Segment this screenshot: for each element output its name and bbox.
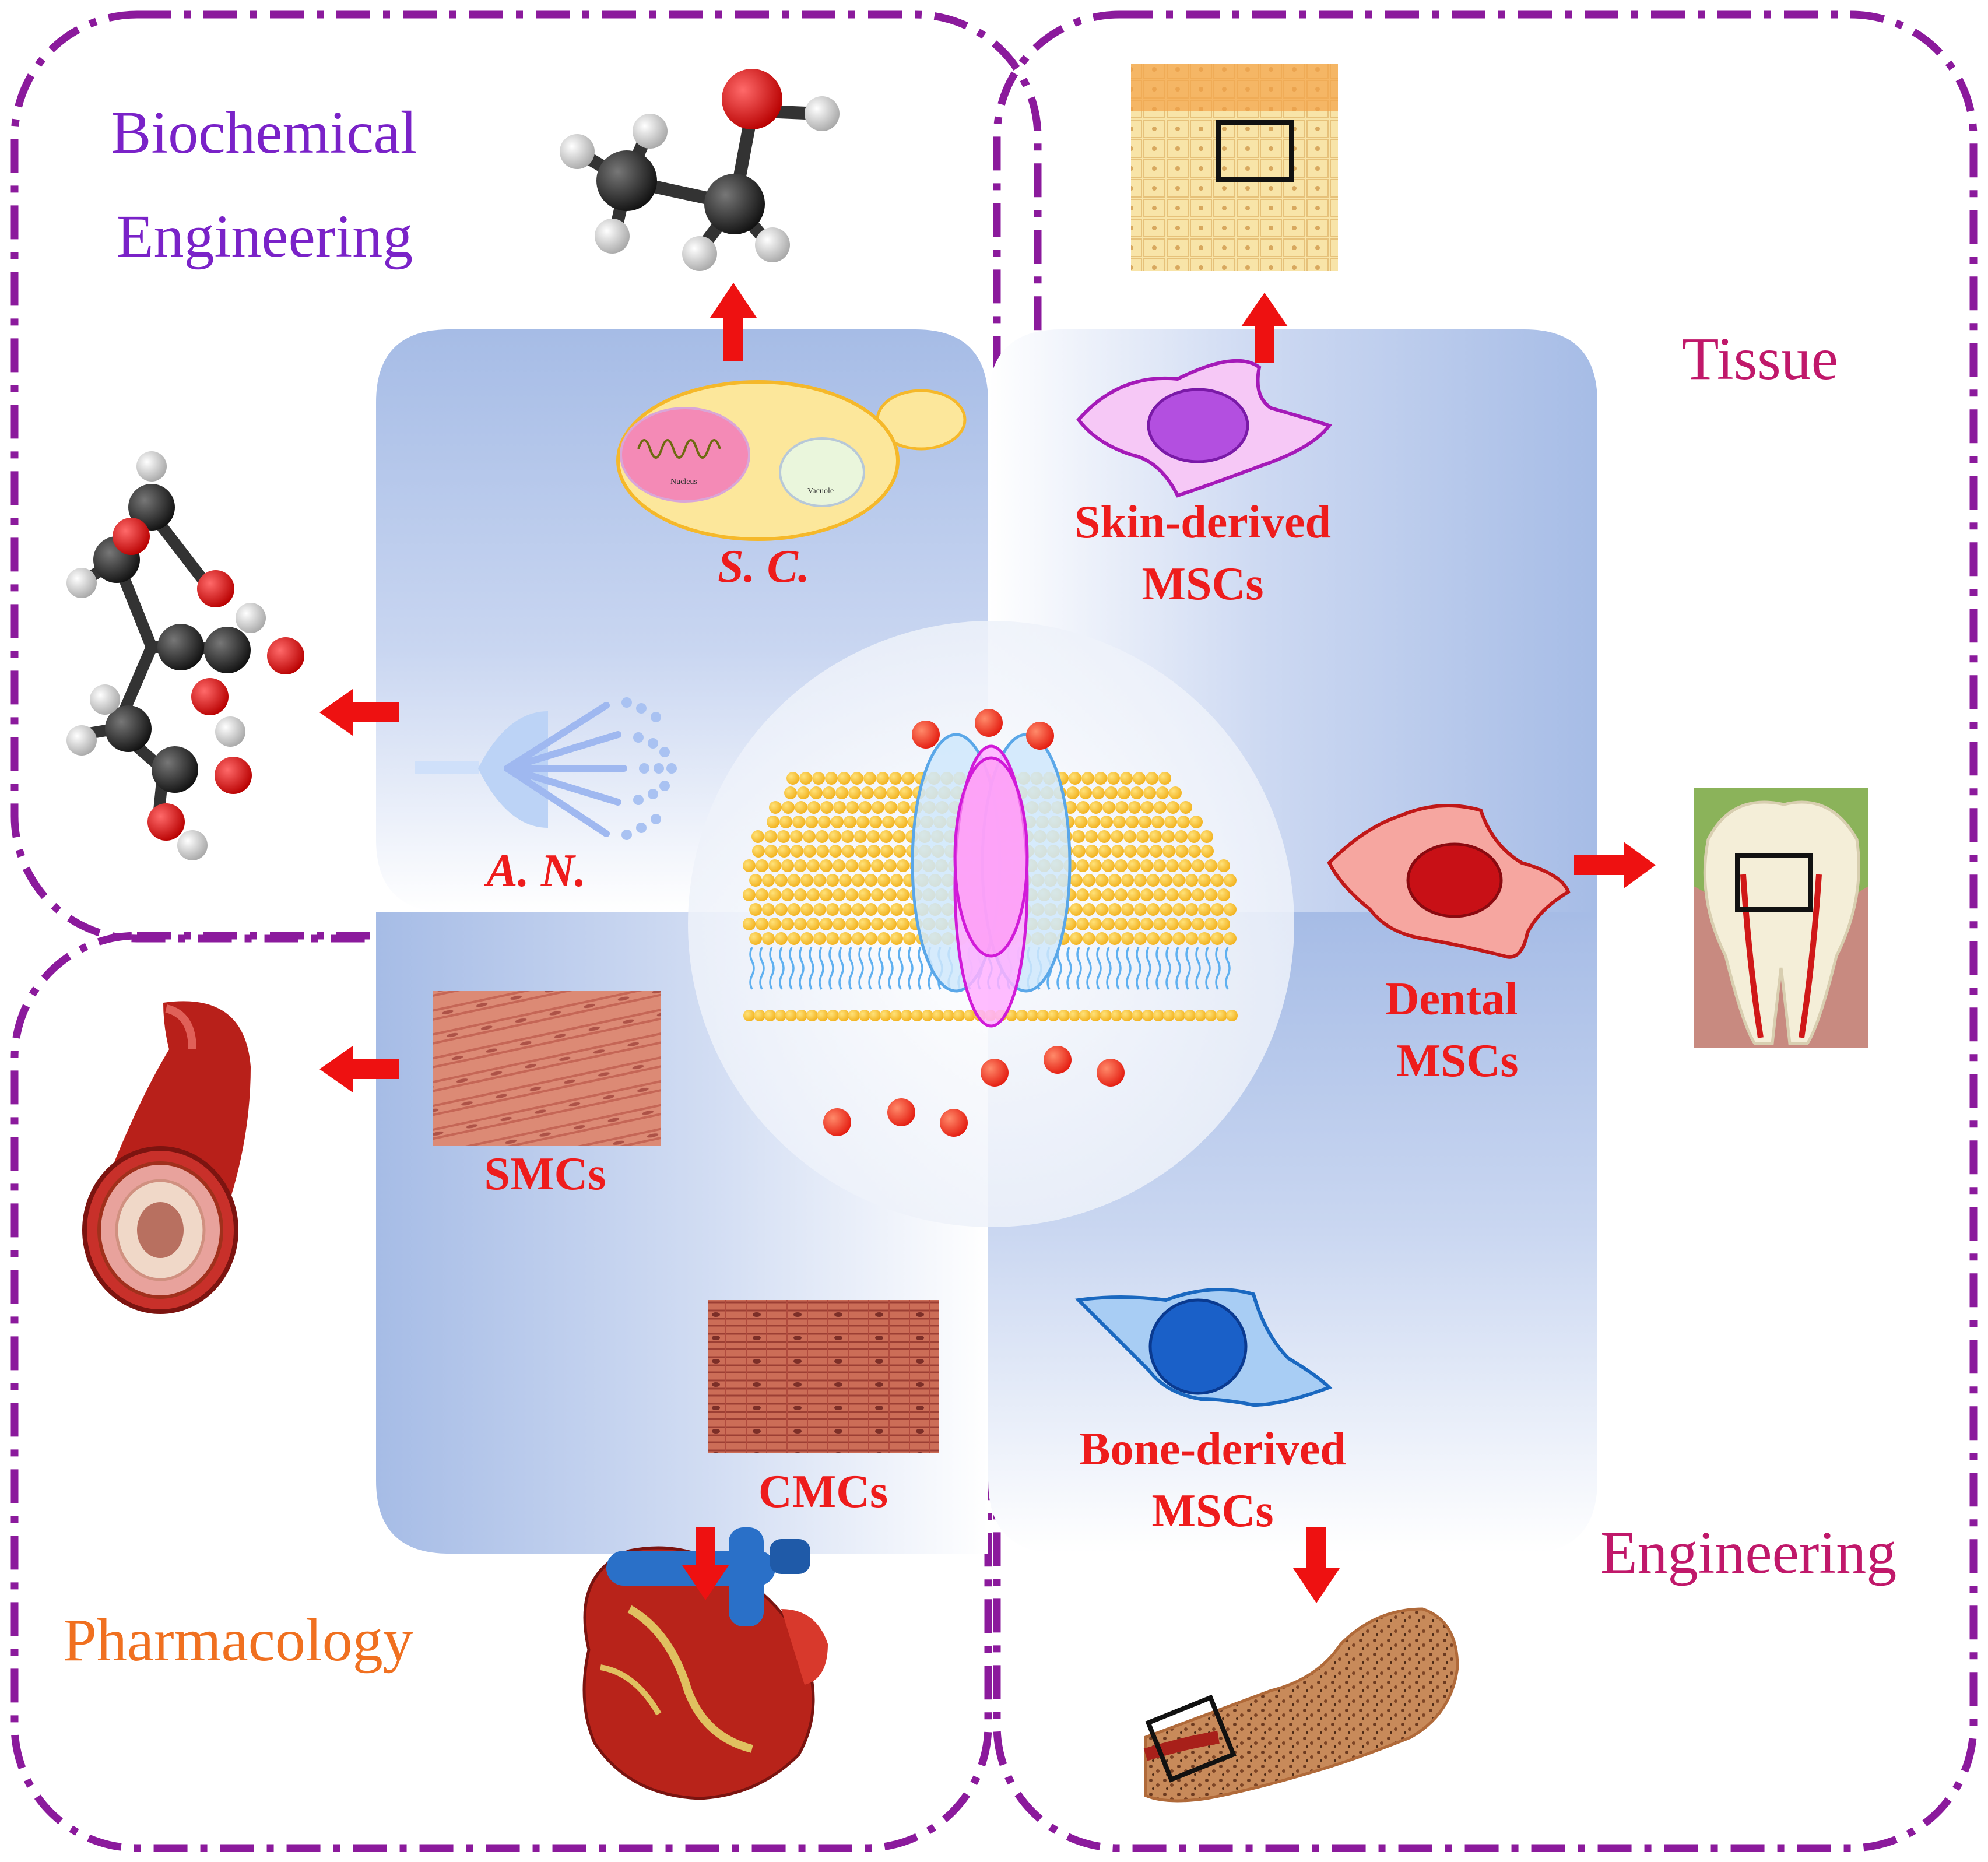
label-an: A. N. bbox=[483, 845, 586, 897]
skin-tissue-image bbox=[1131, 64, 1338, 271]
arrow-down-bone bbox=[1293, 1527, 1340, 1603]
ethanol-molecule-image bbox=[560, 69, 840, 271]
label-skin-line2: MSCs bbox=[1142, 558, 1264, 610]
arrow-up-skin bbox=[1241, 293, 1288, 363]
section-pharmacology: Pharmacology bbox=[63, 1607, 413, 1674]
arrow-left-an bbox=[319, 689, 399, 736]
tooth-image bbox=[1694, 788, 1868, 1048]
label-cmcs: CMCs bbox=[758, 1466, 888, 1517]
cmc-tissue-image bbox=[708, 1300, 939, 1453]
yeast-nucleus-label: Nucleus bbox=[670, 477, 697, 486]
membrane-channel bbox=[743, 709, 1238, 1137]
section-biochemical-line1: Biochemical bbox=[111, 99, 417, 166]
dental-msc-cell bbox=[1327, 804, 1571, 959]
bone-msc-cell bbox=[1074, 1288, 1333, 1407]
ions-bottom bbox=[823, 1046, 1125, 1137]
yeast-vacuole-label: Vacuole bbox=[807, 487, 834, 496]
smc-tissue-image bbox=[433, 991, 661, 1146]
label-bone-line2: MSCs bbox=[1152, 1485, 1274, 1537]
heart-image bbox=[582, 1527, 828, 1800]
arrows bbox=[319, 283, 1656, 1603]
skin-msc-cell bbox=[1076, 359, 1332, 498]
section-biochemical-line2: Engineering bbox=[117, 203, 413, 270]
ions-top bbox=[912, 709, 1054, 750]
yeast-cell: Nucleus Vacuole bbox=[616, 380, 967, 541]
blood-vessel-image bbox=[82, 1001, 251, 1314]
section-engineering: Engineering bbox=[1600, 1519, 1896, 1586]
label-bone-line1: Bone-derived bbox=[1079, 1424, 1346, 1475]
bone-image bbox=[1143, 1607, 1459, 1803]
frame-tissue-engineering bbox=[993, 10, 1978, 1852]
arrow-left-smcs bbox=[319, 1046, 399, 1092]
label-skin-line1: Skin-derived bbox=[1074, 497, 1331, 548]
label-dental-line1: Dental bbox=[1386, 974, 1518, 1025]
label-sc: S. C. bbox=[718, 541, 810, 592]
section-tissue: Tissue bbox=[1682, 325, 1838, 392]
citric-acid-molecule-image bbox=[66, 451, 304, 860]
label-dental-line2: MSCs bbox=[1397, 1035, 1519, 1087]
label-smcs: SMCs bbox=[484, 1148, 606, 1200]
arrow-right-dental bbox=[1574, 842, 1656, 888]
arrow-up-sc bbox=[710, 283, 757, 361]
arrow-down-cmcs bbox=[682, 1527, 729, 1600]
aspergillus bbox=[415, 697, 677, 840]
